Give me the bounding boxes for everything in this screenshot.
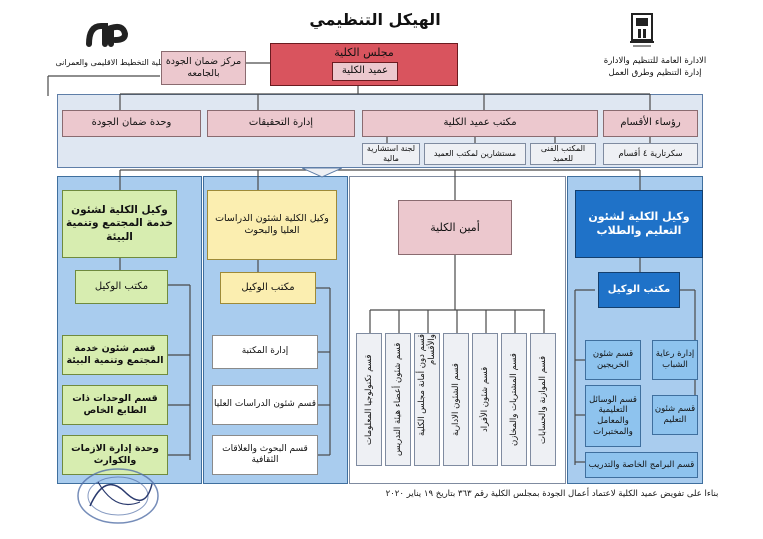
footer-note: بناءا على تفويض عميد الكلية لاعتماد أعما… — [385, 488, 719, 499]
graduates-section: قسم شئون الخريجين — [585, 340, 641, 380]
page-title: الهيكل التنظيمي — [309, 10, 441, 29]
technical-office-box: المكتب الفنى للعميد — [530, 143, 596, 165]
investigations-box: إدارة التحقيقات — [207, 110, 355, 137]
grad-studies-section: قسم شئون الدراسات العليا — [212, 385, 318, 425]
dept-heads-box: رؤساء الأقسام — [603, 110, 698, 137]
media-section: قسم الوسائل التعليمية والمعامل والمختبرا… — [585, 385, 641, 447]
faculty-logo — [85, 20, 131, 50]
section-budget: قسم الموازنة والحسابات — [530, 333, 556, 466]
council-box: مجلس الكلية عميد الكلية — [270, 43, 458, 86]
dean-office-box: مكتب عميد الكلية — [362, 110, 598, 137]
council-label: مجلس الكلية — [334, 46, 394, 60]
official-stamp — [70, 462, 165, 527]
community-section: قسم شئون خدمة المجتمع وتنمية البيئة — [62, 335, 168, 375]
research-section: قسم البحوث والعلاقات الثقافية — [212, 435, 318, 475]
section-it: قسم تكنولوجيا المعلومات — [356, 333, 382, 466]
admin-label-1: الادارة العامة للتنظيم والادارة — [603, 55, 707, 66]
arrow-down-icon — [302, 168, 342, 178]
vp-education-office: مكتب الوكيل — [598, 272, 680, 308]
section-staff: قسم شئون أعضاء هيئة التدريس — [385, 333, 411, 466]
vp-graduate-box: وكيل الكلية لشئون الدراسات العليا والبحو… — [207, 190, 337, 260]
youth-section: إدارة رعاية الشباب — [652, 340, 698, 380]
vp-community-box: وكيل الكلية لشئون خدمة المجتمع وتنمية ال… — [62, 190, 177, 258]
secretary-general-box: أمين الكلية — [398, 200, 512, 255]
faculty-name: كلية التخطيط الاقليمى والعمرانى — [55, 58, 165, 67]
section-procurement: قسم المشتريات والمخازن — [501, 333, 527, 466]
quality-center-label: مركز ضمان الجودة بالجامعه — [165, 56, 242, 79]
vp-graduate-office: مكتب الوكيل — [220, 272, 316, 304]
section-admin: قسم الشئون الادارية — [443, 333, 469, 466]
quality-unit-box: وحدة ضمان الجودة — [62, 110, 201, 137]
admin-label-2: إدارة التنظيم وطرق العمل — [608, 67, 702, 78]
consultants-box: مستشارين لمكتب العميد — [424, 143, 526, 165]
education-section: قسم شئون التعليم — [652, 395, 698, 435]
special-programs-section: قسم البرامج الخاصة والتدريب — [585, 452, 698, 478]
finance-committee-box: لجنة استشارية مالية — [362, 143, 420, 165]
secretariat-box: سكرتارية ٤ أقسام — [603, 143, 698, 165]
vp-education-box: وكيل الكلية لشئون التعليم والطلاب — [575, 190, 703, 258]
quality-center-box: مركز ضمان الجودة بالجامعه — [161, 51, 246, 85]
special-units-section: قسم الوحدات ذات الطابع الخاص — [62, 385, 168, 425]
dean-box: عميد الكلية — [332, 62, 398, 81]
university-logo — [625, 8, 659, 52]
section-personnel: قسم شئون الأفراد — [472, 333, 498, 466]
section-council: قسم دون أمانة مجلس الكلية والأقسام — [414, 333, 440, 466]
library-section: إدارة المكتبة — [212, 335, 318, 369]
vp-community-office: مكتب الوكيل — [75, 270, 168, 304]
